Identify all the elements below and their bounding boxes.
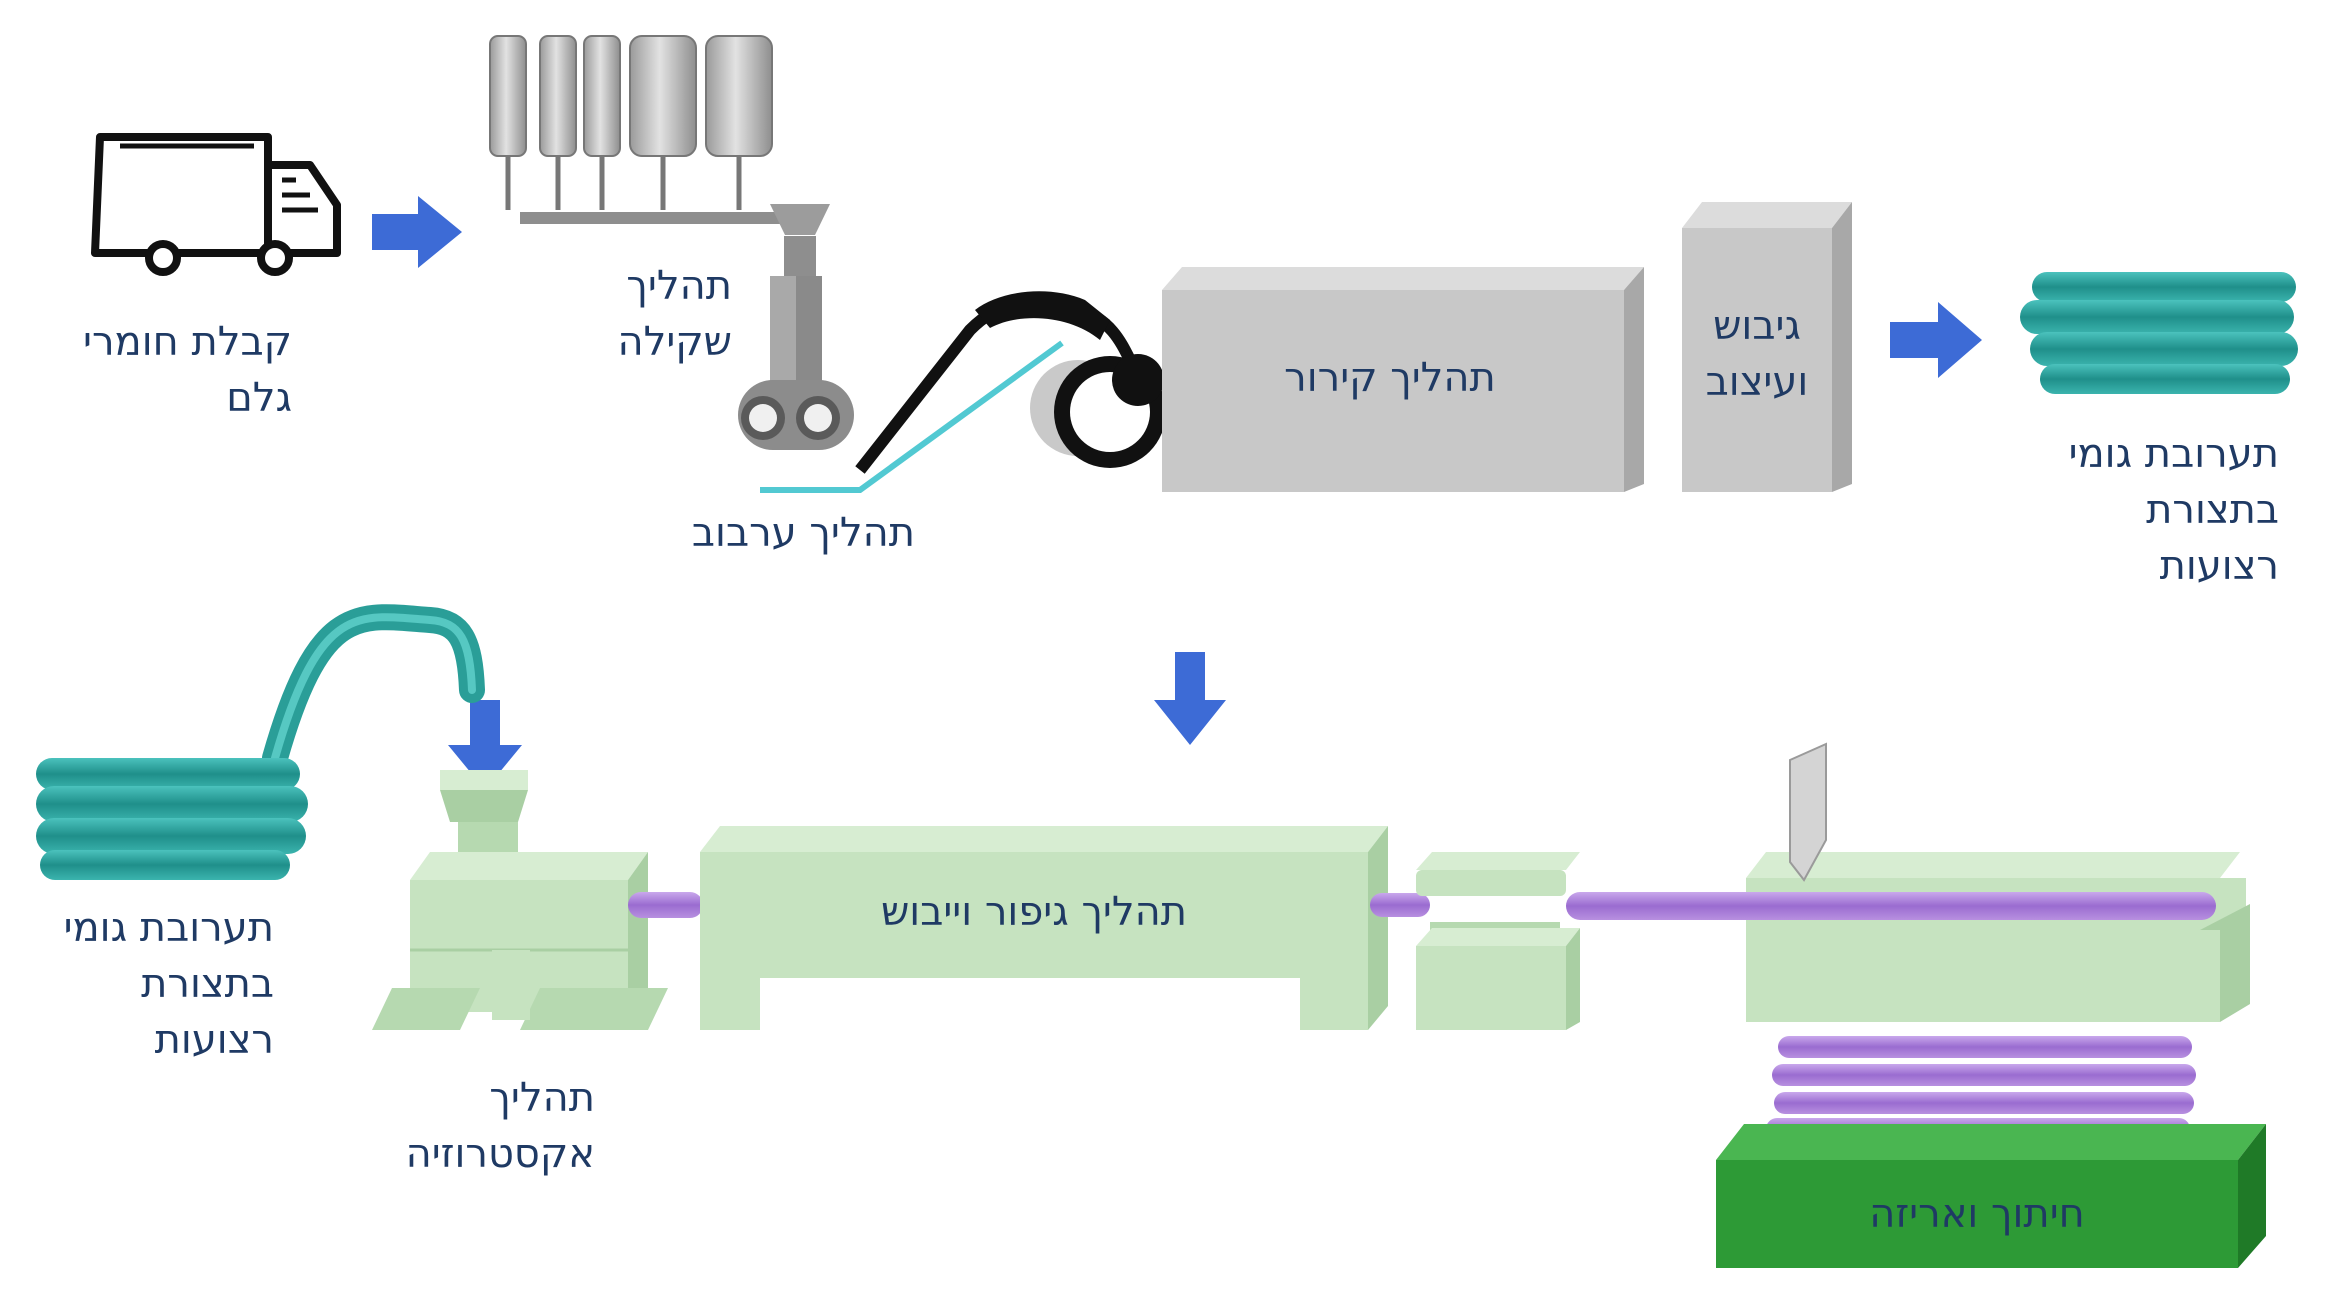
label-cutting-packing: חיתוך ואריזה (1869, 1191, 2085, 1237)
cutting-table (1566, 852, 2250, 1022)
label-weighing: תהליך שקילה (617, 263, 732, 365)
extruder-icon (372, 770, 668, 1030)
cooling-unit (1162, 267, 1644, 492)
press-unit (1416, 852, 1580, 1030)
packing-base (1716, 1124, 2266, 1268)
silo-icon (489, 35, 830, 235)
shaping-unit (1682, 202, 1852, 492)
arrow-icon (1154, 652, 1226, 745)
arrow-icon (448, 700, 522, 790)
label-solidify-shape: גיבוש ועיצוב (1705, 303, 1809, 405)
truck-icon (91, 133, 341, 276)
label-mixing: תהליך ערבוב (691, 510, 915, 556)
cutter-blade-icon (1789, 742, 1827, 882)
rubber-strips-icon (36, 604, 485, 880)
label-raw-materials: קבלת חומרי גלם (83, 319, 292, 421)
arrow-icon (1890, 302, 1982, 378)
roller-mill-icon (738, 236, 854, 450)
curing-tunnel (628, 826, 1430, 1030)
rubber-strips-icon (2020, 272, 2298, 394)
label-strips-input: תערובת גומי בתצורת רצועות (63, 905, 274, 1063)
conveyor-icon (760, 291, 1166, 493)
label-cooling: תהליך קירור (1284, 355, 1496, 401)
label-extrusion: תהליך אקסטרוזיה (405, 1075, 595, 1177)
label-strips-output: תערובת גומי בתצורת רצועות (2068, 431, 2279, 589)
arrow-icon (372, 196, 462, 268)
label-curing-drying: תהליך גיפור וייבוש (880, 889, 1188, 935)
